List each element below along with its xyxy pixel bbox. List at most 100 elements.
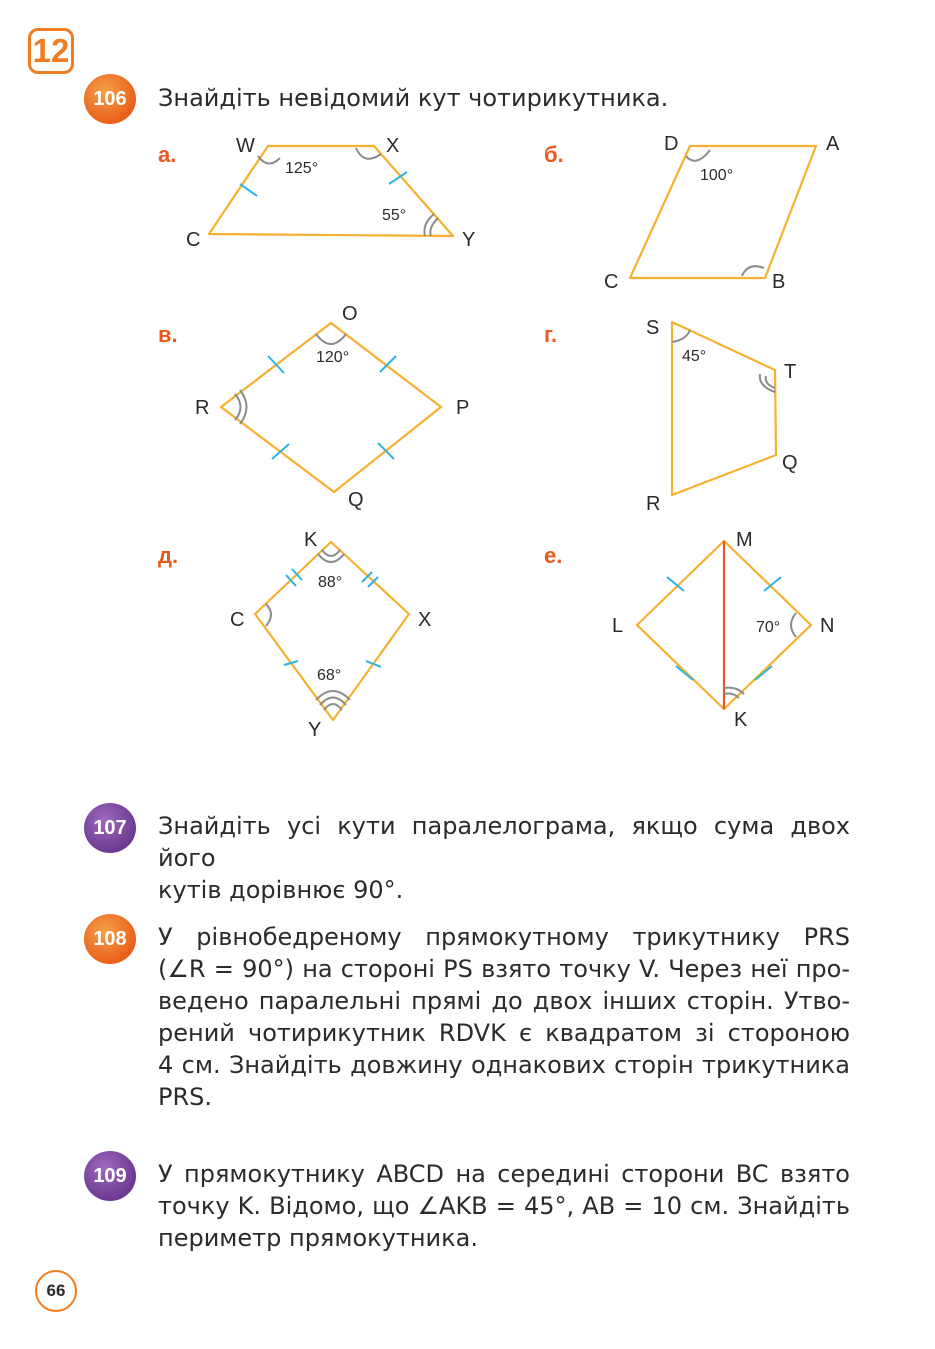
angle-arc-s (671, 329, 691, 343)
task-108-line: 4 см. Знайдіть довжину однакових сторін … (158, 1051, 850, 1079)
task-108-badge: 108 (84, 914, 136, 964)
vertex-c: C (230, 609, 244, 631)
angle-label-k: 88° (318, 574, 342, 591)
angle-arc-k (317, 553, 345, 563)
angle-arc-d (685, 149, 711, 162)
task-109-line: периметр прямокутника. (158, 1224, 478, 1252)
side-tick (763, 576, 782, 592)
angle-arc-c (265, 603, 272, 627)
side-tick-double (285, 574, 297, 587)
angle-arc-y-inner (429, 217, 439, 237)
figure-a-label: а. (158, 142, 176, 167)
vertex-k: K (304, 529, 318, 551)
side-tick (379, 355, 397, 373)
kite-kxyc (253, 540, 411, 722)
vertex-q: Q (782, 452, 798, 474)
figure-e-label: е. (544, 543, 562, 568)
quadrilateral-stqr (670, 320, 778, 497)
angle-arc-k (723, 686, 745, 695)
vertex-o: O (342, 303, 358, 325)
task-106-line: Знайдіть невідомий кут чотирикутника. (158, 84, 669, 112)
angle-arc-b (741, 265, 765, 277)
angle-arc-x (355, 147, 382, 160)
task-106-figures: а. W X Y C 125° 55° б. D A B C 100° в. (158, 133, 840, 741)
side-tick (675, 665, 694, 681)
side-tick-double (291, 568, 303, 581)
task-109-line: У прямокутнику ABCD на середині сторони … (158, 1160, 850, 1188)
vertex-a: A (826, 133, 840, 155)
task-106-badge: 106 (84, 74, 136, 124)
vertex-k: K (734, 709, 748, 731)
angle-arc-y (315, 690, 351, 701)
angle-arc-y-mid (319, 696, 347, 706)
vertex-t: T (784, 361, 796, 383)
vertex-y: Y (462, 229, 475, 251)
vertex-n: N (820, 615, 834, 637)
figure-v: в. O P Q R 120° (158, 303, 469, 511)
angle-label-d: 100° (700, 167, 733, 184)
angle-arc-n (790, 612, 797, 638)
angle-label-w: 125° (285, 160, 318, 177)
task-107-line: кутів дорівнює 90°. (158, 876, 404, 904)
page-number: 66 (35, 1270, 77, 1312)
task-109-line: точку K. Відомо, що ∠AKB = 45°, AB = 10 … (158, 1192, 850, 1220)
figure-b-label: б. (544, 142, 564, 167)
side-tick-double (361, 571, 373, 583)
side-tick (388, 171, 408, 185)
figure-g: г. S T Q R 45° (544, 317, 798, 515)
angle-arc-y (423, 213, 435, 237)
vertex-q: Q (348, 489, 364, 511)
side-tick (754, 665, 773, 681)
vertex-c: C (186, 229, 200, 251)
side-tick (239, 183, 258, 197)
trapezoid-wxyc (207, 144, 455, 238)
angle-arc-r-inner (239, 389, 248, 425)
vertex-c: C (604, 271, 618, 293)
figure-d: д. K X Y C 88° 68° (158, 529, 431, 741)
angle-label-y: 55° (382, 207, 406, 224)
angle-arc-k-inner (723, 692, 740, 699)
rhombus-opqr (219, 321, 443, 494)
angle-label-o: 120° (316, 349, 349, 366)
task-108-text: У рівнобедреному прямокутному трикутнику… (158, 921, 850, 1113)
vertex-w: W (236, 135, 255, 157)
side-tick (283, 660, 299, 666)
angle-arc-k-inner (321, 549, 341, 557)
vertex-x: X (418, 609, 431, 631)
angle-label-s: 45° (682, 348, 706, 365)
side-tick (377, 442, 395, 460)
parallelogram-dabc (628, 144, 818, 280)
task-107-text: Знайдіть усі кути паралелограма, якщо су… (158, 810, 850, 906)
side-tick (267, 355, 285, 374)
task-108-line: ведено паралельні прямі до двох інших ст… (158, 987, 850, 1015)
vertex-b: B (772, 271, 785, 293)
task-107-line: Знайдіть усі кути паралелограма, якщо су… (158, 812, 850, 872)
vertex-y: Y (308, 719, 321, 741)
side-tick (271, 443, 290, 460)
figure-v-label: в. (158, 322, 178, 347)
task-108-line: рений чотирикутник RDVK є квадратом зі с… (158, 1019, 850, 1047)
angle-arc-t (758, 373, 776, 393)
angle-arc-r (234, 393, 242, 421)
angle-label-n: 70° (756, 619, 780, 636)
task-109-text: У прямокутнику ABCD на середині сторони … (158, 1158, 850, 1254)
task-108-line: PRS. (158, 1083, 213, 1111)
angle-arc-t-inner (764, 375, 776, 389)
task-107-badge: 107 (84, 803, 136, 853)
figure-a: а. W X Y C 125° 55° (158, 135, 475, 251)
angle-arc-w (257, 155, 281, 165)
vertex-x: X (386, 135, 399, 157)
task-106-text: Знайдіть невідомий кут чотирикутника. (158, 82, 850, 114)
side-tick-double (367, 576, 379, 588)
figure-b: б. D A B C 100° (544, 133, 840, 293)
side-tick (666, 576, 685, 592)
vertex-p: P (456, 397, 469, 419)
figure-g-label: г. (544, 322, 557, 347)
vertex-d: D (664, 133, 678, 155)
vertex-r: R (646, 493, 660, 515)
figure-e: е. M N K L 70° (544, 529, 834, 731)
figure-d-label: д. (158, 543, 178, 568)
chapter-number: 12 (28, 28, 74, 74)
task-108-line: У рівнобедреному прямокутному трикутнику… (158, 923, 850, 951)
task-108-line: (∠R = 90°) на стороні PS взято точку V. … (158, 955, 850, 983)
